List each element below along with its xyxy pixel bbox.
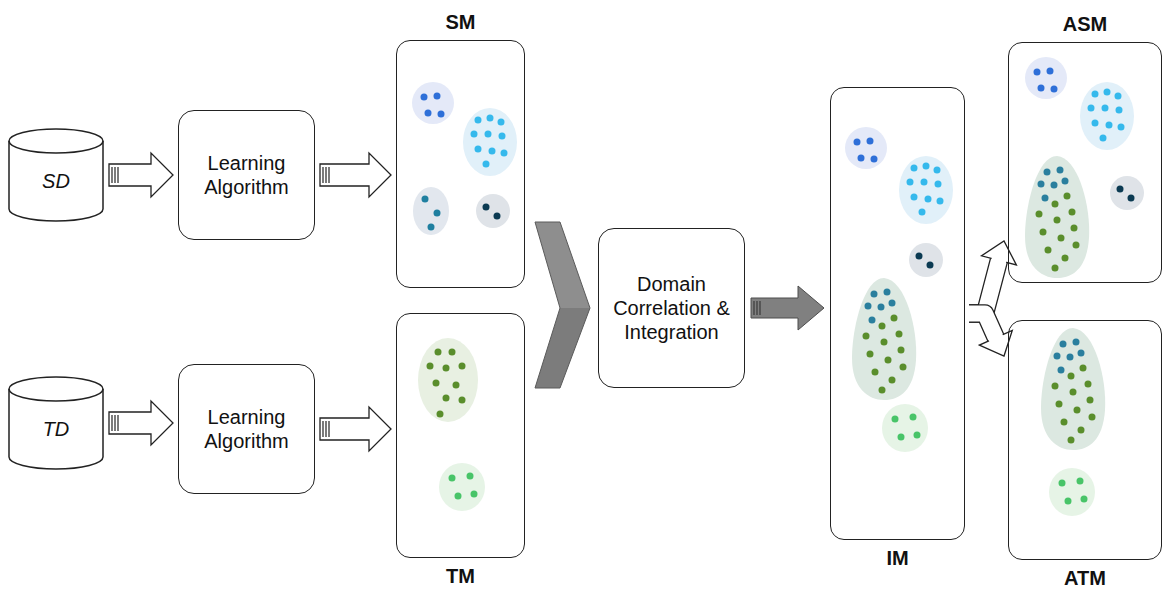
cylinder-body: [9, 377, 103, 469]
flow-arrow: [535, 308, 590, 388]
flow-arrow: [320, 407, 391, 451]
arrow-tail-mark: [322, 167, 323, 183]
model-label: SM: [397, 11, 524, 33]
process-box: Domain Correlation & Integration: [598, 228, 745, 388]
arrow-tail-mark: [759, 301, 760, 315]
merge-chevron: [535, 308, 590, 388]
fork-body-outline: [969, 314, 996, 338]
fork-body: [969, 314, 996, 338]
arrow-tail-mark: [111, 415, 112, 431]
model-panel: SM: [396, 40, 525, 288]
flow-arrow: [109, 153, 173, 197]
block-arrow: [109, 401, 173, 445]
arrow-tail-mark: [114, 415, 115, 431]
flow-arrow: [969, 241, 1016, 314]
arrow-joint: [998, 258, 999, 263]
text-wrap: SD: [34, 151, 78, 199]
chevron-edge: [535, 308, 560, 388]
cylinder-rim: [9, 389, 103, 401]
arrow-tail-mark: [753, 301, 754, 315]
model-label: ATM: [1009, 567, 1161, 589]
flow-arrow: [109, 401, 173, 445]
model-label: ASM: [1009, 13, 1161, 35]
flow-arrow: [535, 222, 590, 308]
block-arrow: [751, 286, 824, 330]
process-box: Learning Algorithm: [178, 110, 315, 240]
model-panel: ASM: [1008, 42, 1162, 283]
chevron-edge: [535, 222, 560, 308]
arrow-tail-mark: [328, 421, 329, 437]
flow-arrow: [320, 153, 391, 197]
arrow-tail-mark: [322, 421, 323, 437]
arrow-tail-mark: [756, 301, 757, 315]
model-label: IM: [831, 547, 964, 569]
block-arrow: [320, 153, 391, 197]
cylinder-body: [9, 129, 103, 221]
process-label: Learning Algorithm: [187, 151, 306, 199]
model-panel: TM: [396, 313, 525, 558]
text-wrap: Domain Correlation & Integration: [599, 266, 744, 350]
arrow-head: [982, 241, 1017, 265]
text-wrap: Learning Algorithm: [179, 145, 314, 205]
model-label: TM: [397, 565, 524, 587]
merge-chevron: [535, 222, 590, 308]
chevron-edge: [535, 222, 590, 308]
data-store: SD: [8, 128, 104, 222]
flow-arrow: [751, 286, 824, 330]
flow-arrow: [969, 314, 1012, 357]
model-panel: ATM: [1008, 320, 1162, 560]
chevron-edge: [535, 308, 590, 388]
arrow-tail-mark: [117, 415, 118, 431]
dataset-label: TD: [43, 405, 70, 441]
process-label: Domain Correlation & Integration: [607, 272, 736, 344]
dataset-label: SD: [42, 157, 70, 193]
text-wrap: TD: [35, 399, 78, 447]
arrow-tail-mark: [328, 167, 329, 183]
process-label: Learning Algorithm: [187, 405, 306, 453]
model-panel: IM: [830, 87, 965, 540]
arrow-tail-mark: [111, 167, 112, 183]
text-wrap: Learning Algorithm: [179, 399, 314, 459]
block-arrow: [320, 407, 391, 451]
arrow-joint: [995, 335, 997, 340]
block-arrow: [109, 153, 173, 197]
arrow-tail-mark: [325, 167, 326, 183]
data-store: TD: [8, 376, 104, 470]
arrow-tail-mark: [117, 167, 118, 183]
cylinder-rim: [9, 141, 103, 153]
process-box: Learning Algorithm: [178, 364, 315, 494]
arrow-tail-mark: [325, 421, 326, 437]
arrow-tail-mark: [114, 167, 115, 183]
